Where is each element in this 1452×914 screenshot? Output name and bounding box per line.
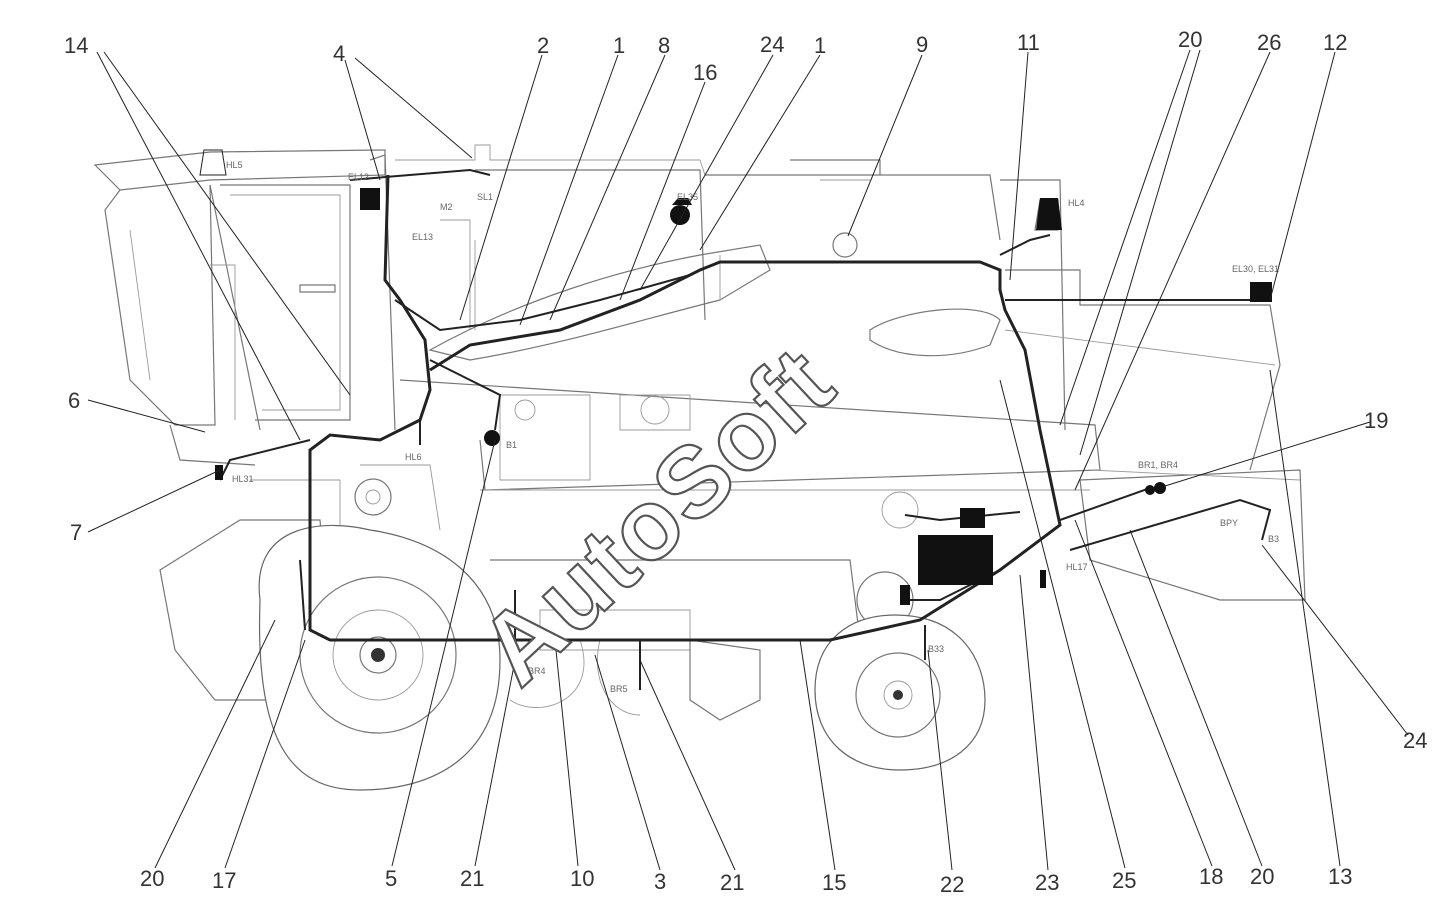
callout-numbers: 14 4 2 1 8 16 24 1 9 11 20 26 12 6 7 19 … <box>64 27 1427 897</box>
callout-1: 1 <box>814 33 826 58</box>
tag-hl6: HL6 <box>405 452 422 462</box>
leader-lines <box>87 49 1409 871</box>
tag-hl5: HL5 <box>226 160 243 170</box>
tag-b33: B33 <box>928 644 944 654</box>
callout-13: 13 <box>1328 864 1352 889</box>
callout-20: 20 <box>1178 27 1202 52</box>
callout-10: 10 <box>570 866 594 891</box>
callout-26: 26 <box>1257 30 1281 55</box>
callout-15: 15 <box>822 870 846 895</box>
tag-br1-br4: BR1, BR4 <box>1138 460 1178 470</box>
wiring-harness <box>215 168 1272 690</box>
callout-8: 8 <box>658 33 670 58</box>
tag-hl17: HL17 <box>1066 562 1088 572</box>
callout-21: 21 <box>720 870 744 895</box>
rear-wheel <box>814 614 986 771</box>
callout-1: 1 <box>613 33 625 58</box>
tag-hl4: HL4 <box>1068 198 1085 208</box>
callout-7: 7 <box>70 520 82 545</box>
tag-bpy: BPY <box>1220 518 1238 528</box>
callout-23: 23 <box>1035 870 1059 895</box>
callout-12: 12 <box>1323 30 1347 55</box>
tag-b3: B3 <box>1268 534 1279 544</box>
tag-el12: EL12 <box>348 172 369 182</box>
callout-17: 17 <box>212 868 236 893</box>
tag-hl31: HL31 <box>232 474 254 484</box>
callout-9: 9 <box>916 32 928 57</box>
tag-br4: BR4 <box>528 666 546 676</box>
callout-11: 11 <box>1017 30 1040 55</box>
callout-24: 24 <box>1403 728 1427 753</box>
callout-20: 20 <box>140 866 164 891</box>
tag-b1: B1 <box>506 440 517 450</box>
front-wheel <box>258 524 501 791</box>
callout-22: 22 <box>940 872 964 897</box>
watermark: AutoSoft <box>459 325 856 706</box>
callout-20: 20 <box>1250 864 1274 889</box>
callout-24: 24 <box>760 32 784 57</box>
tag-el13: EL13 <box>412 232 433 242</box>
callout-6: 6 <box>68 388 80 413</box>
tag-el35: EL35 <box>677 192 698 202</box>
callout-2: 2 <box>537 33 549 58</box>
harvester-body <box>93 144 1306 721</box>
tag-sl1: SL1 <box>477 192 493 202</box>
callout-14: 14 <box>64 33 88 58</box>
callout-21: 21 <box>460 866 484 891</box>
callout-3: 3 <box>654 869 666 894</box>
callout-19: 19 <box>1364 408 1388 433</box>
callout-16: 16 <box>693 60 717 85</box>
callout-18: 18 <box>1199 864 1223 889</box>
tag-br5: BR5 <box>610 684 628 694</box>
tag-el30-el31: EL30, EL31 <box>1232 264 1279 274</box>
tag-m2: M2 <box>440 202 453 212</box>
callout-4: 4 <box>333 41 345 66</box>
callout-25: 25 <box>1112 868 1136 893</box>
component-tags: HL5 EL12 M2 EL13 SL1 EL35 HL4 EL30, EL31… <box>226 160 1279 694</box>
callout-5: 5 <box>385 866 397 891</box>
